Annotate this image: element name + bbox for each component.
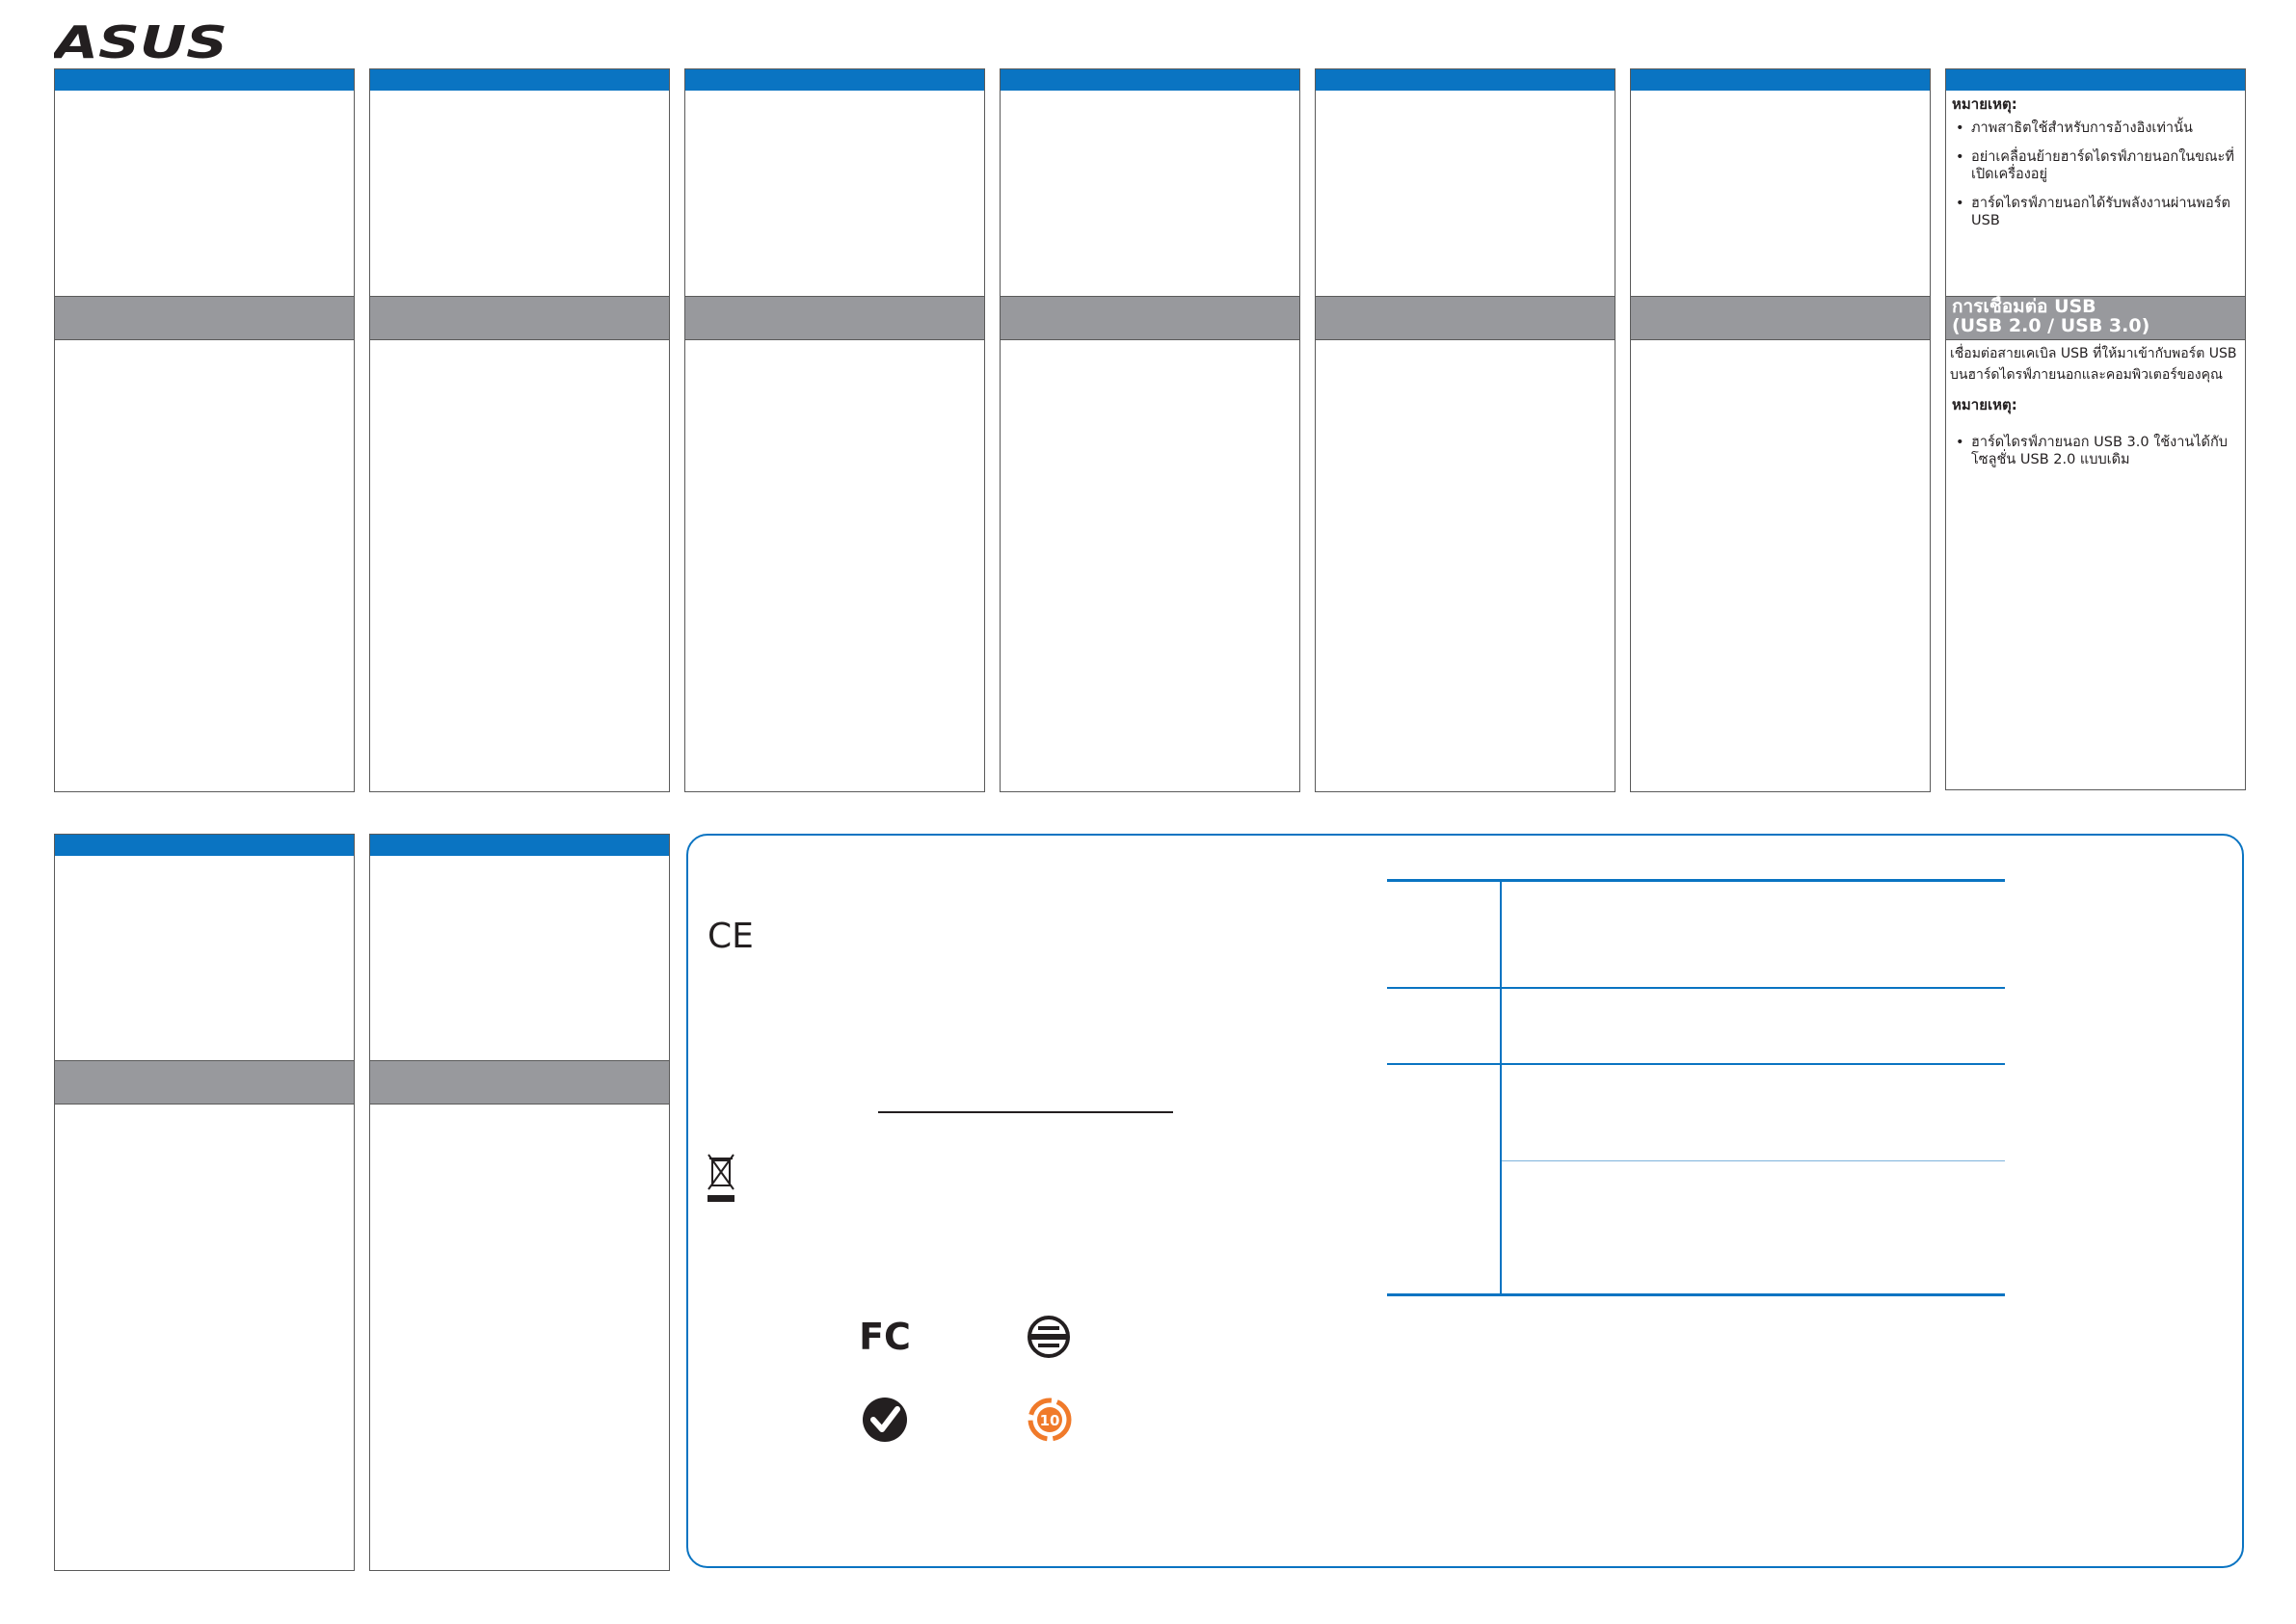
list-item: ฮาร์ดไดรฟ์ภายนอกได้รับพลังงานผ่านพอร์ต U… [1952,195,2241,229]
section-title-bar [55,296,354,340]
asus-logo: ASUS [54,19,227,62]
bsmi-mark-icon [1028,1316,1070,1358]
svg-text:10: 10 [1040,1412,1060,1429]
section-header-bar [370,69,669,91]
section-header-bar [1316,69,1615,91]
signature-line [878,1111,1173,1113]
svg-text:CE: CE [707,917,754,955]
lang-panel-5 [1315,68,1615,792]
table-rule [1502,1160,2005,1161]
lang-panel-1 [54,68,355,792]
list-item: ภาพสาธิตใช้สำหรับการอ้างอิงเท่านั้น [1952,120,2241,137]
regulatory-box: CE FC 10 [686,834,2244,1568]
section-title-bar [1001,296,1299,340]
note-heading: หมายเหตุ: [1952,396,2017,413]
section-header-bar [1001,69,1299,91]
list-item: ฮาร์ดไดรฟ์ภายนอก USB 3.0 ใช้งานได้กับโซล… [1952,434,2241,468]
rcm-mark-icon [863,1398,907,1442]
usb-instruction-line-1: เชื่อมต่อสายเคเบิล USB ที่ให้มาเข้ากับพอ… [1950,346,2237,361]
section-header-bar [370,835,669,856]
weee-bin-icon [707,1154,734,1202]
section-header-bar [55,69,354,91]
section-title-bar [370,296,669,340]
section-header-bar [1946,69,2245,91]
section-title-bar [1631,296,1930,340]
ce-mark-icon: CE [707,917,754,955]
lang-panel-2 [369,68,670,792]
lang-panel-6 [1630,68,1931,792]
note-heading: หมายเหตุ: [1952,95,2017,113]
table-rule [1387,1293,2005,1296]
section-title-bar [1316,296,1615,340]
lang-panel-thai: หมายเหตุ: ภาพสาธิตใช้สำหรับการอ้างอิงเท่… [1945,68,2246,790]
fcc-logo-icon: FC [859,1316,911,1358]
section-title-bar [370,1060,669,1105]
section-title-bar [685,296,984,340]
section-header-bar [55,835,354,856]
list-item: อย่าเคลื่อนย้ายฮาร์ดไดรฟ์ภายนอกในขณะที่เ… [1952,148,2241,183]
usb-title-line-1: การเชื่อมต่อ USB [1952,296,2096,317]
lang-panel-8 [369,834,670,1571]
section-header-bar [1631,69,1930,91]
usb-instruction-line-2: บนฮาร์ดไดรฟ์ภายนอกและคอมพิวเตอร์ของคุณ [1950,367,2223,383]
usb-title-line-2: (USB 2.0 / USB 3.0) [1952,315,2150,336]
notes-list: ภาพสาธิตใช้สำหรับการอ้างอิงเท่านั้น อย่า… [1952,120,2241,241]
usb-connection-title-bar: การเชื่อมต่อ USB (USB 2.0 / USB 3.0) [1946,296,2245,340]
svg-text:FC: FC [859,1316,911,1358]
table-rule [1387,879,2005,882]
svg-text:ASUS: ASUS [54,19,227,62]
table-rule [1387,987,2005,989]
table-column-divider [1500,879,1502,1295]
usb-notes-list: ฮาร์ดไดรฟ์ภายนอก USB 3.0 ใช้งานได้กับโซล… [1952,434,2241,480]
lang-panel-7 [54,834,355,1571]
lang-panel-3 [684,68,985,792]
section-header-bar [685,69,984,91]
table-rule [1387,1063,2005,1065]
lang-panel-4 [1000,68,1300,792]
section-title-bar [55,1060,354,1105]
rohs-10-year-icon: 10 [1028,1398,1072,1442]
